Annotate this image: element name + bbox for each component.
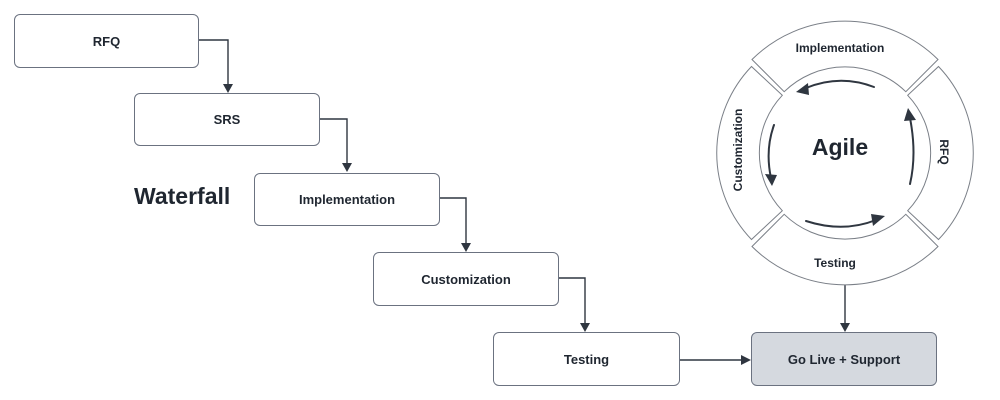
waterfall-title: Waterfall	[134, 183, 231, 209]
connector-rfq-srs	[199, 39, 229, 85]
cycle-arrow-bottom	[805, 219, 877, 228]
cycle-arrow-top	[805, 79, 875, 89]
agile-segment-top-label: Implementation	[796, 41, 885, 55]
waterfall-step-rfq: RFQ	[14, 14, 199, 68]
cycle-arrow-right	[909, 117, 915, 185]
go-live-support-label: Go Live + Support	[787, 351, 901, 367]
waterfall-step-testing: Testing	[493, 332, 680, 386]
waterfall-step-customization-label: Customization	[421, 271, 511, 287]
agile-segment-right	[906, 65, 974, 241]
cycle-arrowhead-top	[796, 83, 809, 95]
arrowhead-agile-golive	[840, 323, 850, 332]
cycle-arrowhead-left	[765, 174, 777, 186]
arrowhead-srs-implementation	[342, 163, 352, 172]
arrowhead-implementation-customization	[461, 243, 471, 252]
waterfall-step-srs: SRS	[134, 93, 320, 146]
cycle-arrowhead-right	[904, 108, 916, 121]
connector-customization-testing	[559, 277, 586, 323]
agile-segment-left	[716, 65, 784, 241]
waterfall-step-implementation-label: Implementation	[298, 192, 396, 207]
agile-segment-left-label: Customization	[731, 109, 745, 192]
waterfall-step-customization: Customization	[373, 252, 559, 306]
arrowhead-testing-golive	[741, 355, 751, 365]
agile-segment-bottom-label: Testing	[814, 256, 856, 270]
connector-implementation-customization	[440, 197, 467, 243]
arrowhead-customization-testing	[580, 323, 590, 332]
agile-segment-bottom	[751, 213, 939, 286]
waterfall-step-implementation: Implementation	[254, 173, 440, 226]
waterfall-step-srs-label: SRS	[213, 112, 241, 127]
arrowhead-rfq-srs	[223, 84, 233, 93]
waterfall-step-testing-label: Testing	[563, 351, 610, 367]
cycle-arrowhead-bottom	[871, 214, 885, 226]
cycle-arrow-left	[767, 124, 775, 179]
waterfall-step-rfq-label: RFQ	[92, 33, 121, 49]
agile-segment-right-label: RFQ	[937, 139, 951, 164]
connector-srs-implementation	[320, 118, 348, 164]
agile-segment-top	[751, 20, 939, 93]
go-live-support-box: Go Live + Support	[751, 332, 937, 386]
agile-title: Agile	[812, 134, 868, 160]
